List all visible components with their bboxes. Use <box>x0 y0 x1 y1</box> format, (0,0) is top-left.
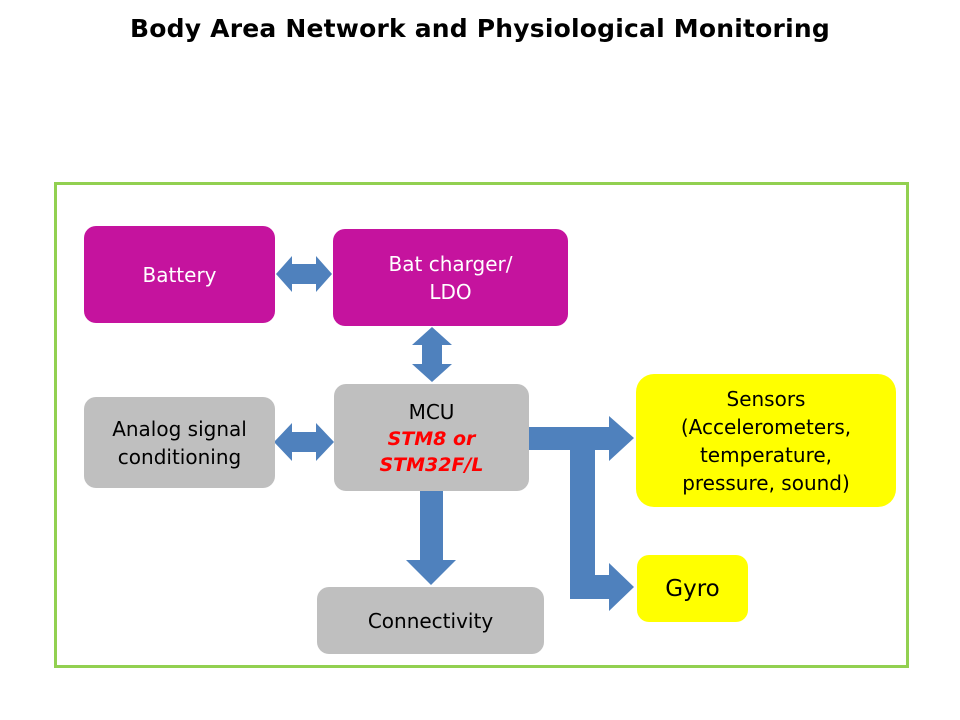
analog-label-line2: conditioning <box>117 444 242 469</box>
mcu-part-line2: STM32F/L <box>379 453 484 476</box>
sensors-label-line4: pressure, sound) <box>682 470 850 495</box>
mcu-block: MCU STM8 or STM32F/L <box>334 384 529 491</box>
battery-block: Battery <box>84 226 275 323</box>
page-title: Body Area Network and Physiological Moni… <box>130 14 830 43</box>
mcu-part-line1: STM8 or <box>387 427 476 450</box>
battery-label: Battery <box>142 262 217 287</box>
sensors-label-line2: (Accelerometers, <box>680 414 852 439</box>
connectivity-label: Connectivity <box>367 608 494 633</box>
arrow-mcu-gyro <box>570 450 634 611</box>
mcu-label: MCU <box>408 399 455 424</box>
analog-block: Analog signal conditioning <box>84 397 275 488</box>
sensors-label-line1: Sensors <box>726 386 806 411</box>
connectivity-block: Connectivity <box>317 587 544 654</box>
sensors-block: Sensors (Accelerometers, temperature, pr… <box>636 374 896 507</box>
gyro-label: Gyro <box>665 575 720 602</box>
arrow-analog-mcu <box>274 423 334 461</box>
bat-charger-block: Bat charger/ LDO <box>333 229 568 326</box>
bat-charger-label-line2: LDO <box>429 279 472 304</box>
arrow-mcu-connectivity <box>406 491 456 585</box>
arrow-battery-charger <box>276 256 332 292</box>
analog-label-line1: Analog signal <box>112 416 247 441</box>
arrow-charger-mcu <box>412 327 452 382</box>
sensors-label-line3: temperature, <box>699 442 833 467</box>
diagram-frame <box>54 182 909 668</box>
bat-charger-label-line1: Bat charger/ <box>388 251 513 276</box>
arrow-mcu-sensors <box>529 416 634 461</box>
gyro-block: Gyro <box>637 555 748 622</box>
